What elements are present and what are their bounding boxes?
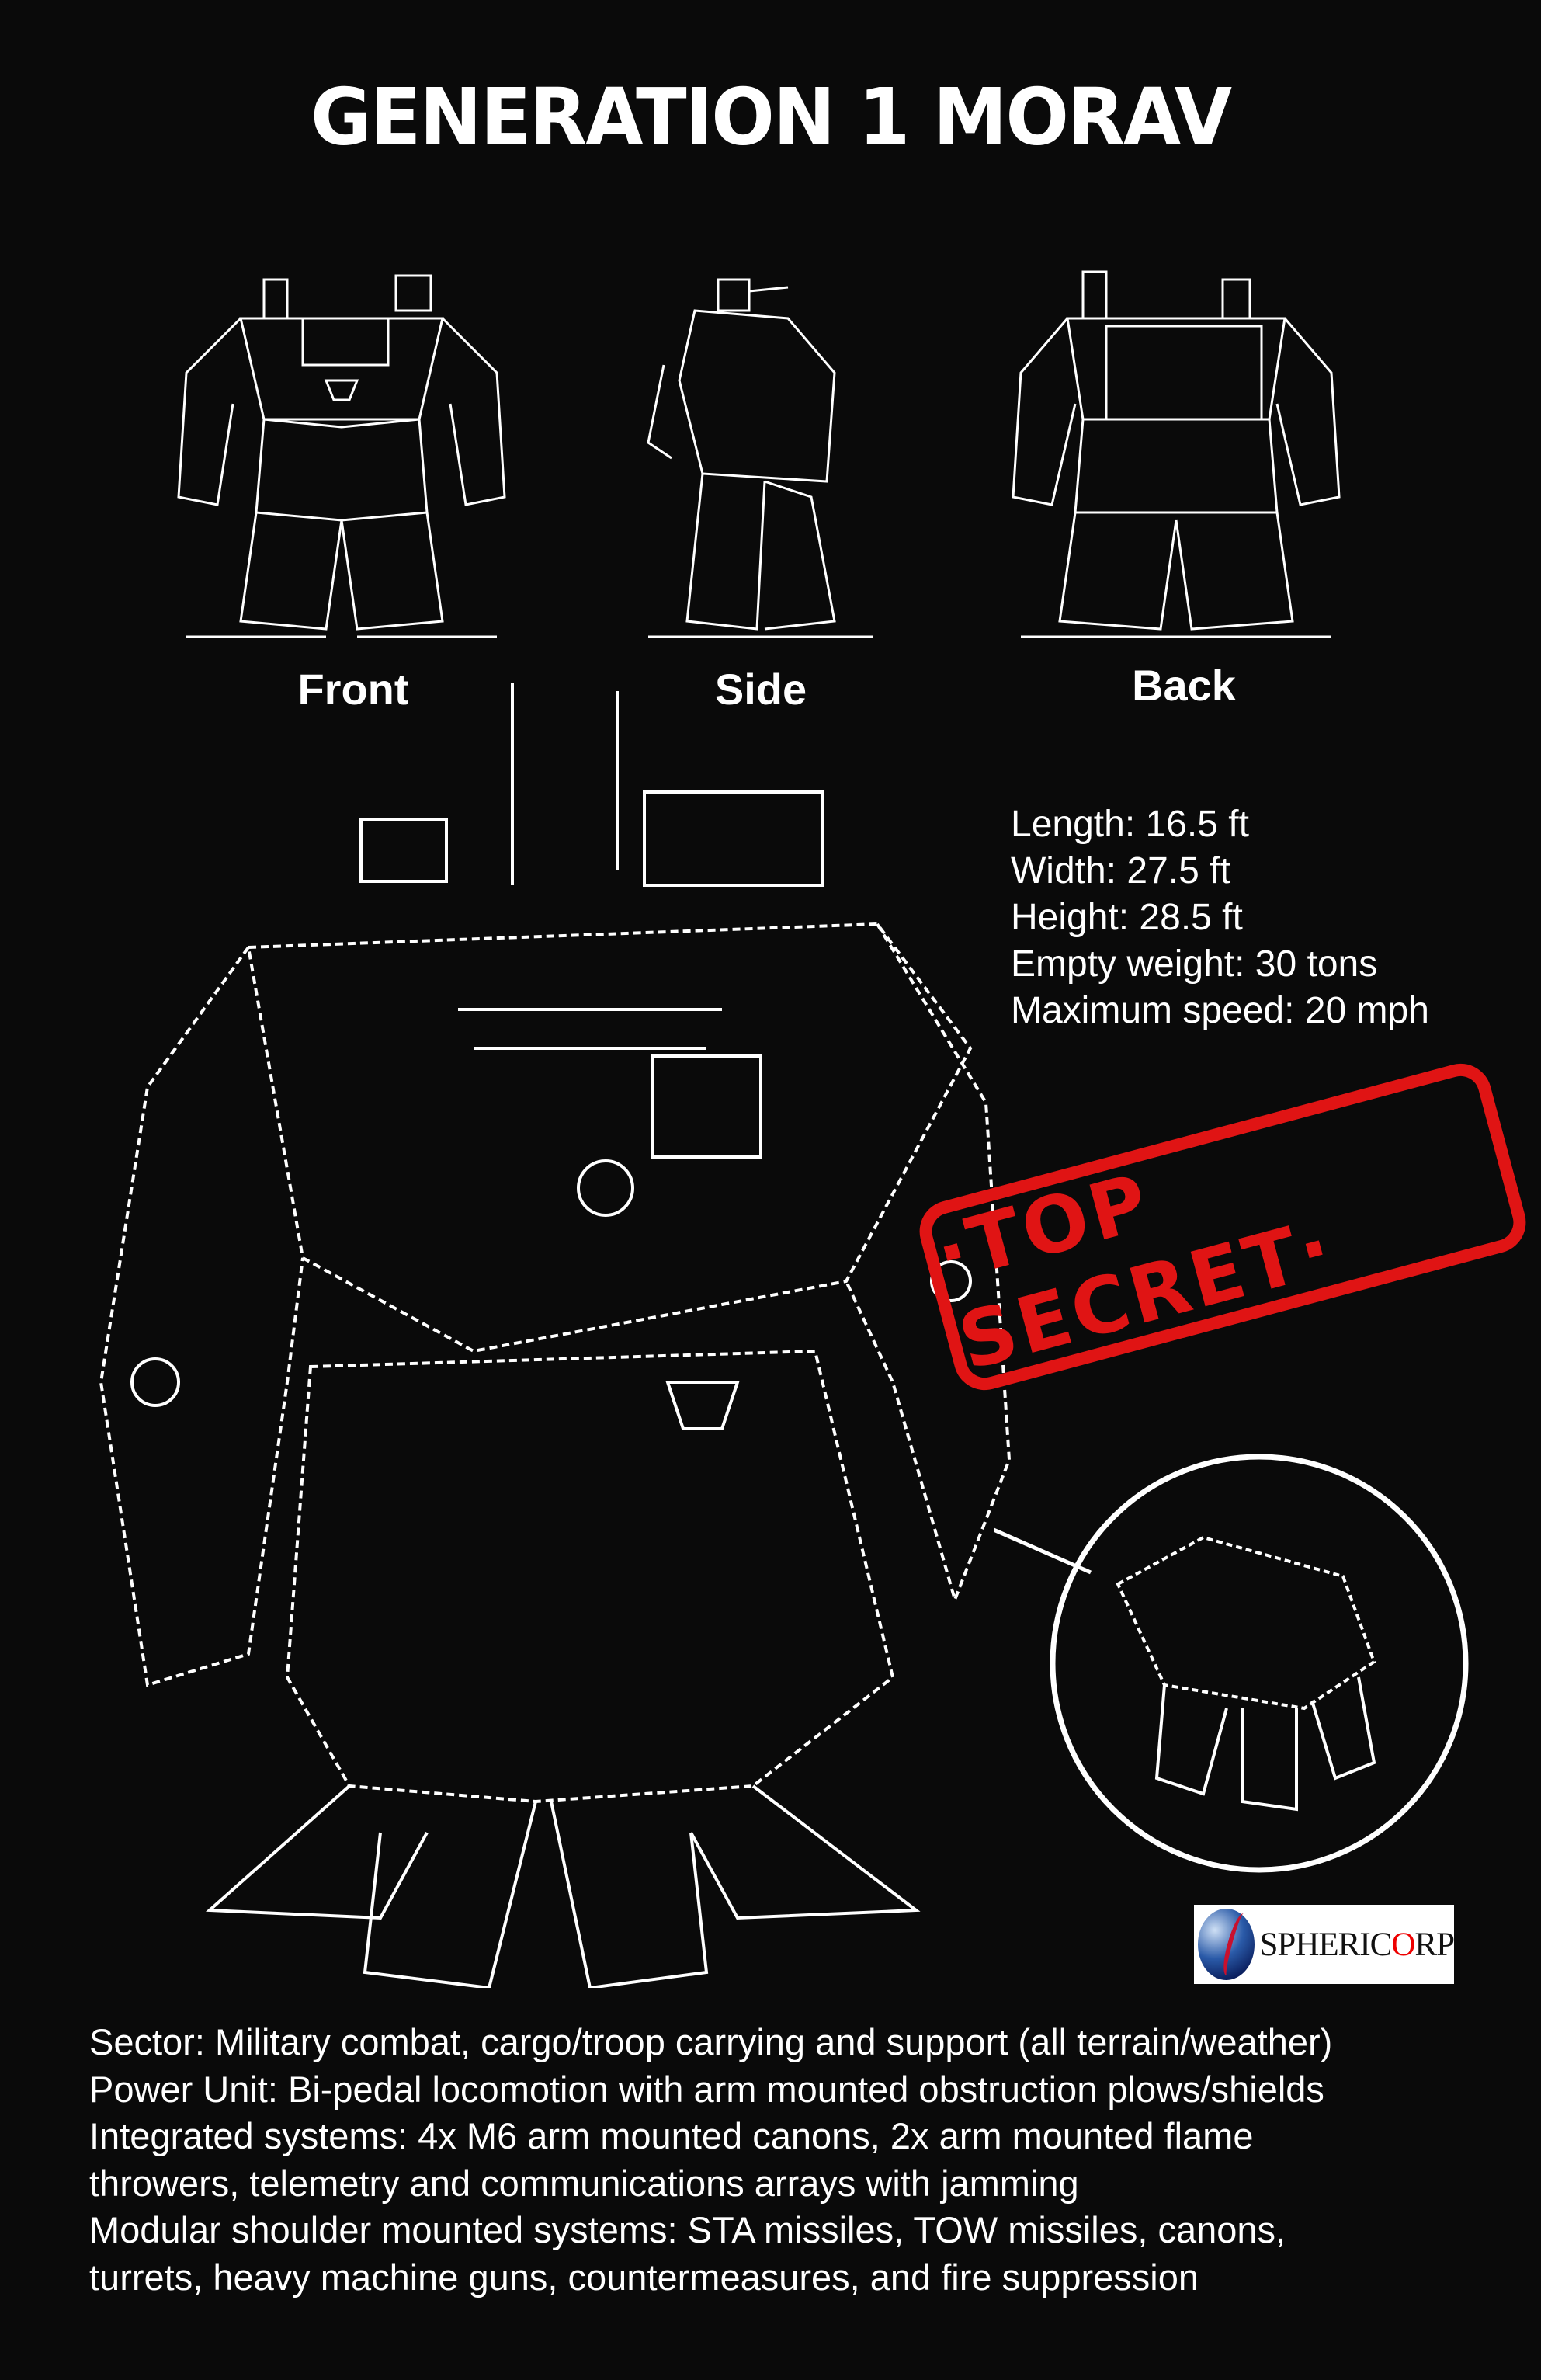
side-view-label: Side [714,665,807,714]
desc-line: Integrated systems: 4x M6 arm mounted ca… [89,2115,1254,2156]
desc-line: Modular shoulder mounted systems: STA mi… [89,2209,1286,2250]
back-view-label: Back [1132,661,1236,710]
desc-line: throwers, telemetry and communications a… [89,2162,1079,2204]
globe-icon [1198,1909,1255,1980]
hand-detail-magnifier [1050,1454,1469,1873]
spec-speed: Maximum speed: 20 mph [1011,990,1429,1031]
side-view-drawing [647,278,873,638]
main-robot-drawing [99,683,1012,1988]
page-title: GENERATION 1 MORAV [311,71,1232,163]
description: Sector: Military combat, cargo/troop car… [89,2019,1487,2301]
front-view-drawing [177,274,506,638]
spec-weight: Empty weight: 30 tons [1011,943,1378,985]
desc-line: Power Unit: Bi-pedal locomotion with arm… [89,2068,1324,2110]
logo-text: SPHERICORP [1259,1926,1455,1963]
desc-line: Sector: Military combat, cargo/troop car… [89,2021,1333,2062]
sphericorp-logo: SPHERICORP [1194,1905,1455,1984]
desc-line: turrets, heavy machine guns, countermeas… [89,2256,1199,2298]
front-view-label: Front [297,665,409,714]
back-view-drawing [1012,270,1341,638]
specs-list: Length: 16.5 ft Width: 27.5 ft Height: 2… [1011,801,1429,1034]
spec-length: Length: 16.5 ft [1011,804,1249,845]
spec-width: Width: 27.5 ft [1011,850,1230,891]
spec-height: Height: 28.5 ft [1011,897,1243,938]
